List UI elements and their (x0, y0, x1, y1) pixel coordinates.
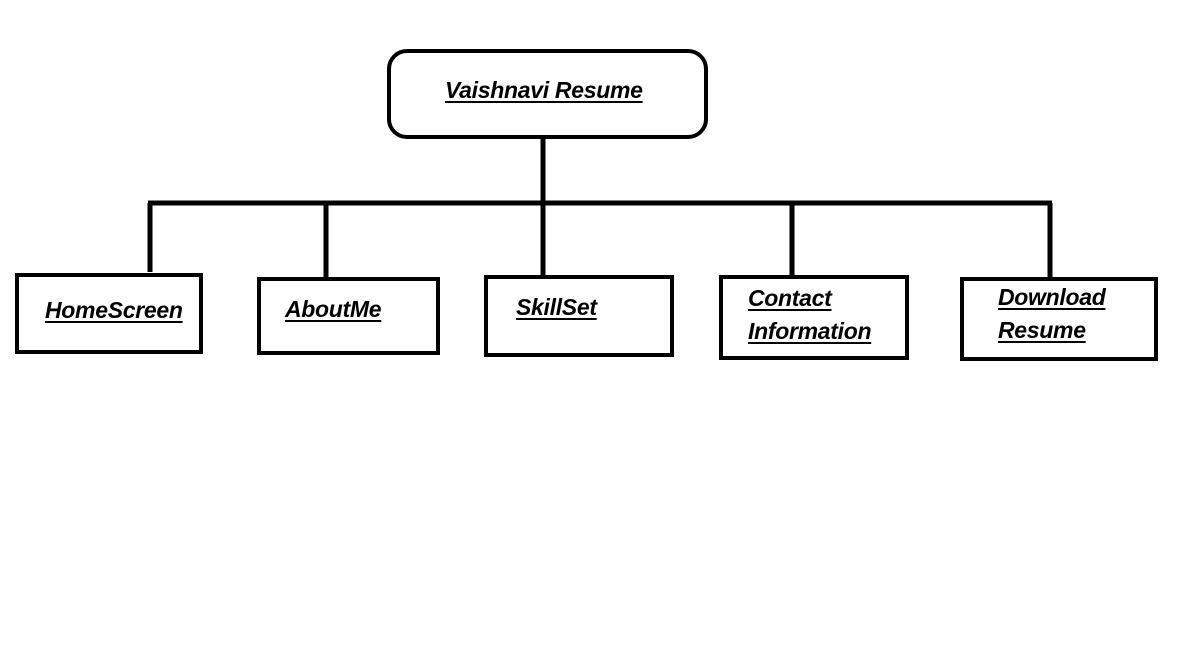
child-node-aboutme-label: AboutMe (285, 296, 382, 322)
root-node-label: Vaishnavi Resume (445, 77, 643, 103)
child-node-skillset (484, 275, 674, 357)
child-node-skillset-label: SkillSet (516, 294, 597, 320)
child-node-homescreen-label: HomeScreen (45, 297, 183, 323)
child-node-contact-information-label: Contact Information (748, 285, 872, 344)
root-node (387, 49, 708, 139)
child-node-contact-information (719, 275, 909, 360)
child-node-download-resume (960, 277, 1158, 361)
child-node-download-resume-label: Download Resume (998, 284, 1106, 343)
child-node-homescreen (15, 273, 203, 354)
child-node-aboutme (257, 277, 440, 355)
